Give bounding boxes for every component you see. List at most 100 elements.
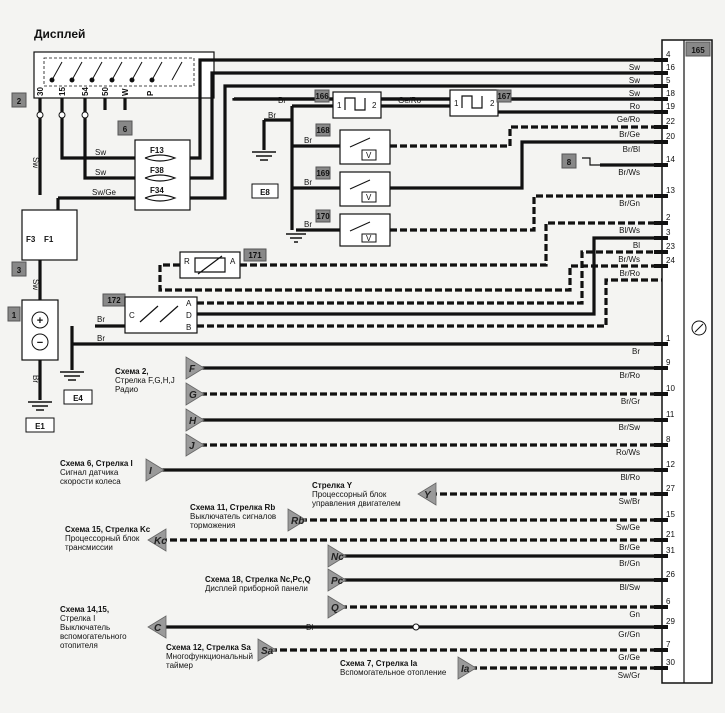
wire-label-sw-vertical: Sw: [31, 157, 40, 168]
svg-text:V: V: [366, 234, 372, 243]
note-3-line-2: торможения: [190, 521, 235, 530]
connector-pin-26: 26: [666, 570, 675, 579]
svg-text:Br: Br: [268, 111, 276, 120]
ignition-terminal-W: W: [121, 88, 130, 96]
ignition-terminal-50: 50: [101, 87, 110, 96]
arrow-label-j: J: [189, 441, 195, 452]
connector-pin-31: 31: [666, 546, 675, 555]
wire-color-15: Br/Gr: [621, 397, 640, 406]
connector-pin-1: 1: [666, 334, 671, 343]
ground-e4-label: E4: [73, 394, 83, 403]
relay-166: [332, 91, 382, 119]
ground-170-icon: [286, 233, 306, 243]
svg-text:A: A: [230, 257, 236, 266]
ignition-switch: [33, 51, 215, 99]
wire-label-sw-2: Sw: [95, 168, 106, 177]
arrow-label-nc: Nc: [331, 552, 344, 563]
component-6-tag: [117, 120, 133, 136]
arrow-q-icon: [327, 595, 347, 619]
wire-label-sw-battery: Sw: [31, 279, 40, 290]
connector-pin-11: 11: [666, 410, 675, 419]
note-0-line-2: Радио: [115, 385, 139, 394]
component-3-number: 3: [17, 266, 22, 275]
note-4-line-0: Схема 15, Стрелка Kc: [65, 525, 151, 534]
note-2-line-0: Стрелка Y: [312, 481, 353, 490]
wire-label-ge-ro: Ge/Ro: [398, 96, 422, 105]
svg-text:Br: Br: [304, 178, 312, 187]
connector-pin-12: 12: [666, 460, 675, 469]
note-4-line-2: трансмиссии: [65, 543, 113, 552]
svg-text:2: 2: [372, 101, 377, 110]
arrow-label-q: Q: [331, 603, 339, 614]
relay-167: [449, 89, 499, 117]
component-165-tag: [685, 41, 711, 57]
connector-pin-21: 21: [666, 530, 675, 539]
component-167-tag: [496, 89, 512, 103]
arrow-label-ia: Ia: [461, 664, 470, 675]
svg-text:Br: Br: [304, 220, 312, 229]
wire-color-12: Br/Ro: [620, 269, 641, 278]
wire-label-br-battery: Br: [31, 375, 40, 383]
component-1-tag: [7, 306, 21, 322]
wire-color-10: Bl: [633, 241, 640, 250]
connector-pin-8: 8: [666, 435, 671, 444]
svg-text:D: D: [186, 311, 192, 320]
fuse-f1-label: F1: [44, 235, 54, 244]
svg-text:1: 1: [337, 101, 342, 110]
fuse-block-f3-f1: [21, 209, 78, 261]
arrow-pc-icon: [327, 568, 347, 592]
arrow-ia-icon: [457, 656, 477, 680]
svg-text:V: V: [366, 193, 372, 202]
component-3-tag: [11, 261, 27, 277]
component-166-tag: [314, 89, 330, 103]
arrow-y-icon: [417, 482, 437, 506]
connector-pin-13: 13: [666, 186, 675, 195]
wire-color-3: Ro: [630, 102, 641, 111]
note-2-line-1: Процессорный блок: [312, 490, 387, 499]
wire-color-17: Ro/Ws: [616, 448, 640, 457]
ignition-terminal-15: 15: [58, 87, 67, 96]
svg-text:1: 1: [454, 99, 459, 108]
wire-label-sw-1: Sw: [95, 148, 106, 157]
svg-text:170: 170: [316, 212, 330, 221]
wire-color-7: Br/Ws: [618, 168, 640, 177]
wire-label-br-bus: Br: [278, 96, 286, 105]
svg-text:8: 8: [567, 158, 572, 167]
svg-text:168: 168: [316, 126, 330, 135]
connector-pin-19: 19: [666, 102, 675, 111]
note-6-line-2: Выключатель: [60, 623, 110, 632]
wire-color-22: Br/Gn: [619, 559, 640, 568]
component-171-tag: [243, 248, 267, 262]
note-5-line-1: Дисплей приборной панели: [205, 584, 308, 593]
wire-color-23: Bl/Sw: [620, 583, 641, 592]
connector-pin-22: 22: [666, 117, 675, 126]
wire-label-sw-ge: Sw/Ge: [92, 188, 117, 197]
svg-text:172: 172: [107, 296, 121, 305]
wire-color-21: Br/Ge: [619, 543, 640, 552]
wire-color-9: Bl/Ws: [619, 226, 640, 235]
ignition-terminal-P: P: [146, 90, 155, 96]
arrow-h-icon: [185, 408, 205, 432]
connector-pin-4: 4: [666, 50, 671, 59]
wire-color-24: Gn: [629, 610, 640, 619]
connector-pin-5: 5: [666, 76, 671, 85]
component-168-tag: [315, 123, 331, 137]
wire-color-6: Br/Bl: [623, 145, 641, 154]
ignition-terminal-54: 54: [81, 87, 90, 96]
note-8-line-0: Схема 7, Стрелка Ia: [340, 659, 418, 668]
diagram-title: Дисплей: [34, 27, 85, 41]
arrow-c-icon: [147, 615, 167, 639]
connector-pin-15: 15: [666, 510, 675, 519]
component-1-number: 1: [12, 311, 17, 320]
svg-text:B: B: [186, 323, 191, 332]
note-7-line-2: таймер: [166, 661, 193, 670]
ground-e8-icon: [252, 151, 276, 161]
svg-text:171: 171: [248, 251, 262, 260]
arrow-sa-icon: [257, 638, 277, 662]
arrow-label-g: G: [189, 390, 197, 401]
arrow-g-icon: [185, 382, 205, 406]
wire-color-16: Br/Sw: [619, 423, 641, 432]
component-6-number: 6: [123, 125, 128, 134]
wire-label-bl: Bl: [306, 623, 313, 632]
ground-e8-label: E8: [260, 188, 270, 197]
